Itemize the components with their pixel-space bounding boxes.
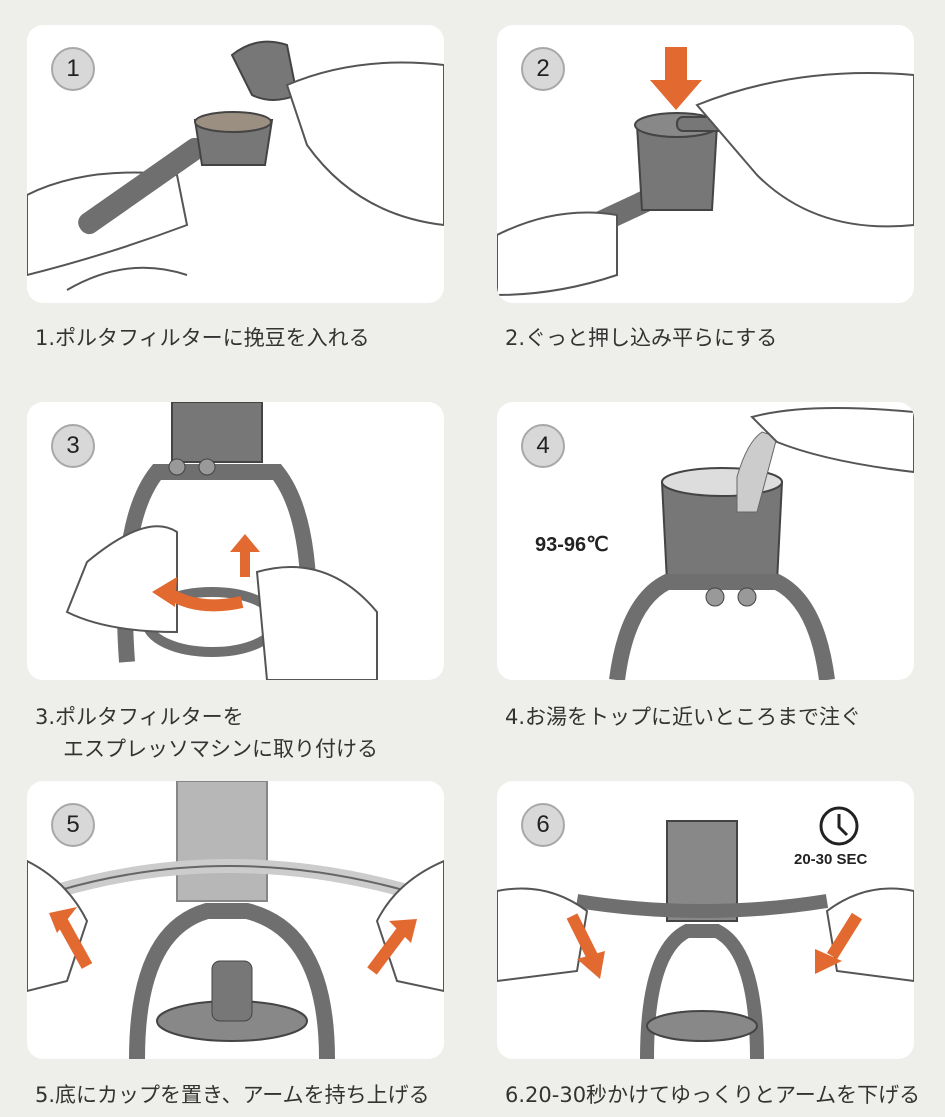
portafilter-filling-illustration [27,40,444,291]
step-1-panel: 1 [27,25,444,303]
duration-label: 20-30 SEC [794,851,868,868]
step-1-caption: 1.ポルタフィルターに挽豆を入れる [35,326,370,350]
step-2-caption: 2.ぐっと押し込み平らにする [505,326,778,350]
step-number-badge: 4 [521,424,565,468]
step-6-panel: 6 20-30 SEC [497,781,914,1059]
step-3-caption-line2: エスプレッソマシンに取り付ける [63,737,378,761]
step-5-caption: 5.底にカップを置き、アームを持ち上げる [35,1083,430,1107]
step-3-caption: 3.ポルタフィルターを [35,705,244,729]
pour-water-illustration [609,407,914,680]
tamping-illustration [497,47,914,297]
step-number-badge: 5 [51,803,95,847]
step-3-panel: 3 [27,402,444,680]
step-4-panel: 4 93-96℃ [497,402,914,680]
step-6-caption: 6.20-30秒かけてゆっくりとアームを下げる [505,1083,921,1107]
step-5-panel: 5 [27,781,444,1059]
attach-portafilter-illustration [65,402,378,680]
step-number-badge: 3 [51,424,95,468]
step-4-caption: 4.お湯をトップに近いところまで注ぐ [505,705,862,729]
step-number-badge: 1 [51,47,95,91]
temperature-label: 93-96℃ [535,534,609,556]
step-2-panel: 2 [497,25,914,303]
step-number-badge: 2 [521,47,565,91]
clock-icon [819,806,859,846]
raise-arms-illustration [27,781,444,1059]
step-number-badge: 6 [521,803,565,847]
lower-arms-illustration [497,806,914,1059]
